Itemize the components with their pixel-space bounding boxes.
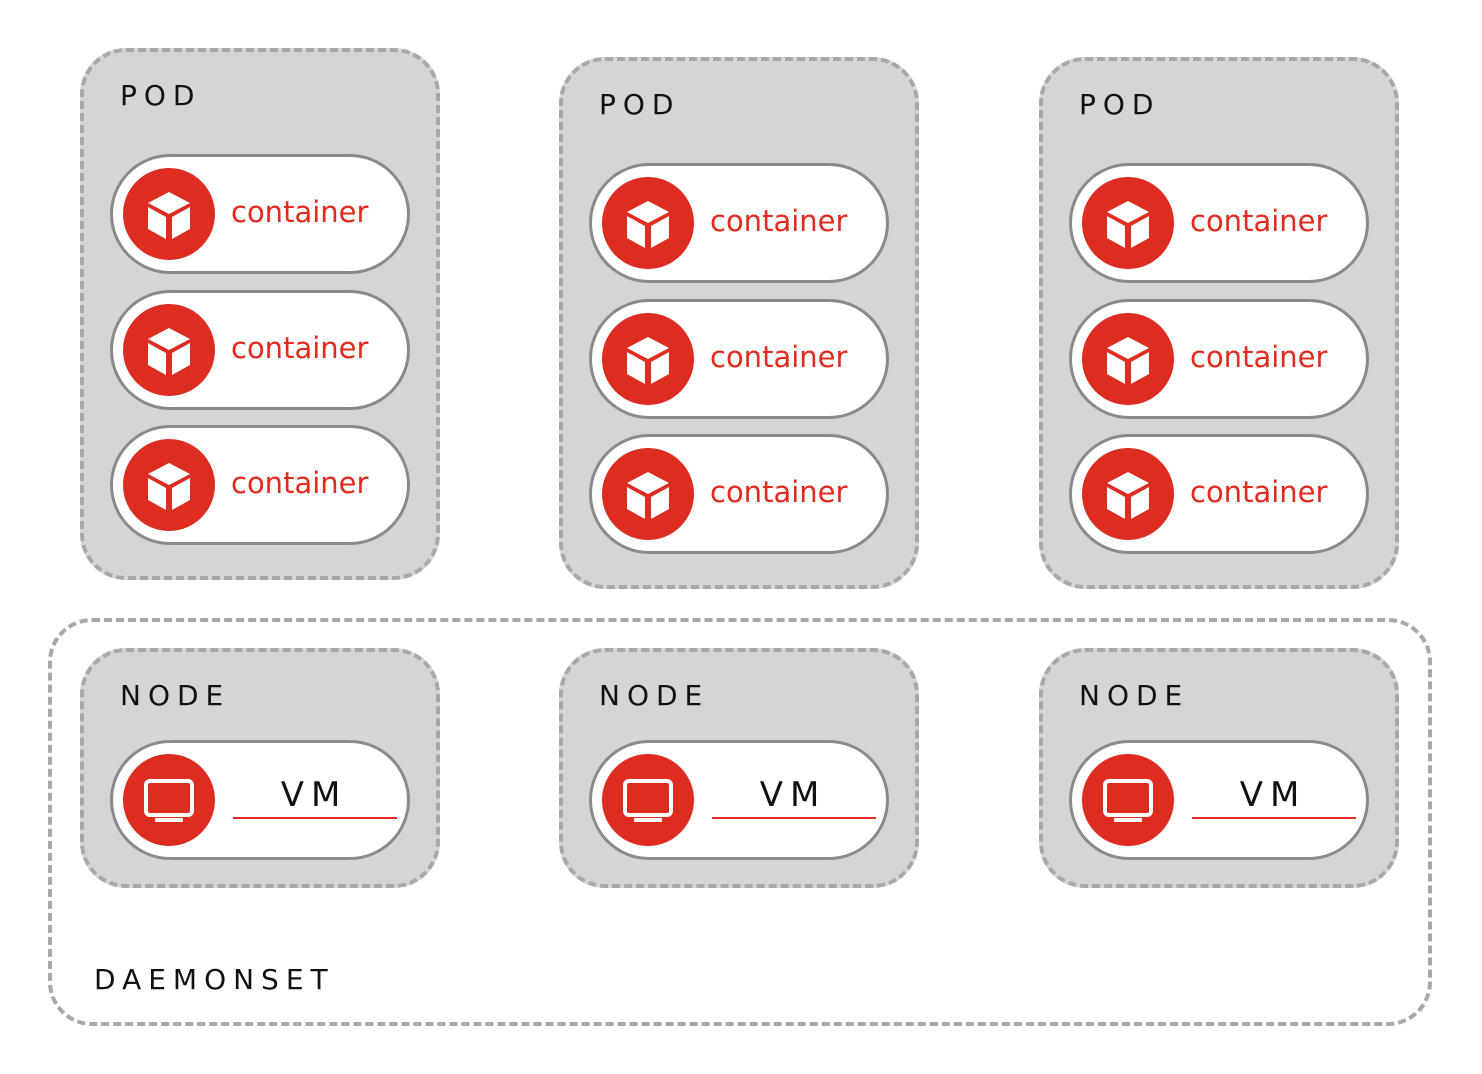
monitor-icon <box>123 754 215 846</box>
container-pill: container <box>110 425 410 545</box>
monitor-icon <box>1082 754 1174 846</box>
container-pill: container <box>589 434 889 554</box>
vm-pill: VM <box>110 740 410 860</box>
vm-label: VM <box>759 775 827 815</box>
container-pill: container <box>1069 299 1369 419</box>
pod-label: POD <box>120 79 202 112</box>
container-label: container <box>710 204 848 238</box>
vm-label: VM <box>1239 775 1307 815</box>
vm-underline <box>233 817 397 819</box>
daemonset-label: DAEMONSET <box>94 963 335 996</box>
cube-icon <box>1082 177 1174 269</box>
container-pill: container <box>110 290 410 410</box>
pod-box: POD container container container <box>1039 57 1399 589</box>
node-label: NODE <box>1079 679 1190 712</box>
container-label: container <box>1190 475 1328 509</box>
pod-box: POD container container container <box>80 48 440 580</box>
container-pill: container <box>1069 434 1369 554</box>
container-label: container <box>710 340 848 374</box>
container-pill: container <box>110 154 410 274</box>
node-box: NODE VM <box>559 648 919 888</box>
container-label: container <box>710 475 848 509</box>
vm-underline <box>1192 817 1356 819</box>
vm-underline <box>712 817 876 819</box>
container-pill: container <box>589 299 889 419</box>
node-box: NODE VM <box>1039 648 1399 888</box>
cube-icon <box>602 313 694 405</box>
cube-icon <box>1082 448 1174 540</box>
node-label: NODE <box>599 679 710 712</box>
container-label: container <box>231 195 369 229</box>
pod-label: POD <box>1079 88 1161 121</box>
monitor-icon <box>602 754 694 846</box>
cube-icon <box>602 448 694 540</box>
cube-icon <box>123 439 215 531</box>
cube-icon <box>602 177 694 269</box>
vm-pill: VM <box>1069 740 1369 860</box>
pod-box: POD container container container <box>559 57 919 589</box>
container-label: container <box>1190 340 1328 374</box>
daemonset-boundary <box>48 618 1432 1026</box>
vm-label: VM <box>280 775 348 815</box>
node-box: NODE VM <box>80 648 440 888</box>
container-label: container <box>231 466 369 500</box>
node-label: NODE <box>120 679 231 712</box>
container-label: container <box>231 331 369 365</box>
cube-icon <box>1082 313 1174 405</box>
cube-icon <box>123 168 215 260</box>
container-label: container <box>1190 204 1328 238</box>
pod-label: POD <box>599 88 681 121</box>
container-pill: container <box>589 163 889 283</box>
cube-icon <box>123 304 215 396</box>
container-pill: container <box>1069 163 1369 283</box>
vm-pill: VM <box>589 740 889 860</box>
